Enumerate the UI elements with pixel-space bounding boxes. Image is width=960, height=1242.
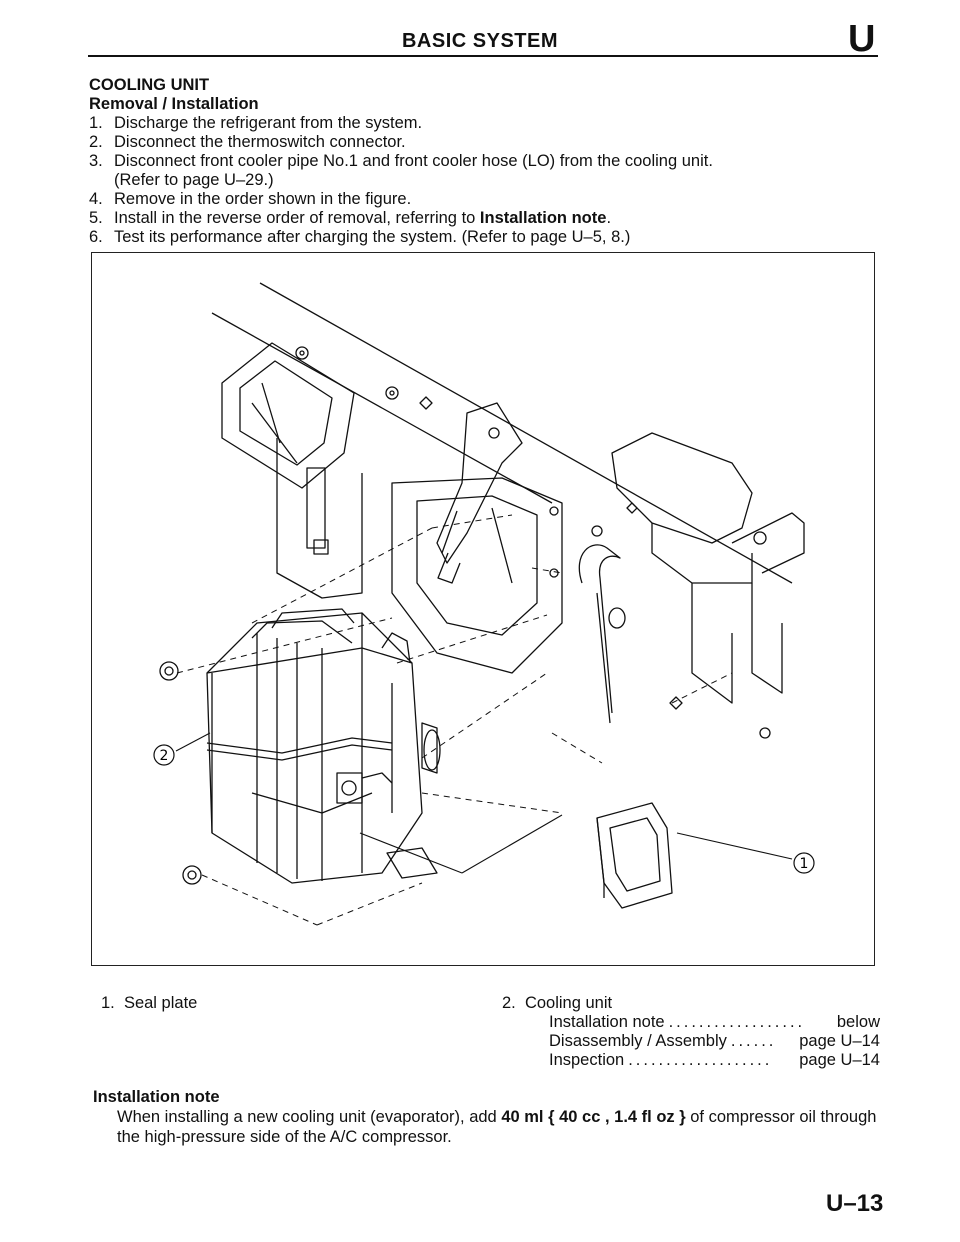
step-text-lead: Install in the reverse order of removal,…	[114, 209, 480, 227]
step-number: 4.	[89, 190, 103, 208]
step-text-tail: .	[606, 209, 612, 227]
step-5: 5. Install in the reverse order of remov…	[89, 209, 889, 228]
installation-note-heading: Installation note	[93, 1088, 220, 1106]
installation-note-reference: Installation note	[479, 209, 607, 227]
callout-1: 1	[793, 852, 815, 874]
legend-item-2: 2. Cooling unit Installation note ......…	[502, 994, 880, 1070]
cooling-unit-illustration: 2 1	[153, 282, 815, 926]
step-text: Install in the reverse order of removal,…	[114, 209, 889, 228]
step-number: 5.	[89, 209, 103, 227]
installation-note: Installation note When installing a new …	[93, 1087, 888, 1147]
callout-2: 2	[153, 744, 175, 766]
leader-dots: ...................	[628, 1051, 773, 1069]
reference-row-installation-note: Installation note .................. bel…	[502, 1013, 880, 1032]
legend-item-1: 1. Seal plate	[101, 994, 197, 1013]
step-text: Remove in the order shown in the figure.	[114, 190, 412, 208]
header-rule	[88, 55, 878, 57]
reference-row-disassembly: Disassembly / Assembly ...... page U–14	[502, 1032, 880, 1051]
section-subtitle: Removal / Installation	[89, 95, 259, 113]
step-number: 6.	[89, 228, 103, 246]
step-6: 6. Test its performance after charging t…	[89, 228, 889, 247]
step-text: Disconnect front cooler pipe No.1 and fr…	[114, 152, 713, 170]
page-header-title: BASIC SYSTEM	[401, 30, 559, 52]
step-text: Test its performance after charging the …	[114, 228, 631, 246]
step-number: 1.	[89, 114, 103, 132]
step-3-continuation: (Refer to page U–29.)	[114, 171, 274, 189]
step-3: 3. Disconnect front cooler pipe No.1 and…	[89, 152, 889, 171]
section-title: COOLING UNIT	[89, 76, 210, 94]
page-number: U–13	[826, 1190, 884, 1217]
reference-label: Inspection	[549, 1051, 625, 1069]
legend-label: Cooling unit	[524, 994, 613, 1012]
step-number: 3.	[89, 152, 103, 170]
reference-target: page U–14	[799, 1032, 880, 1050]
reference-target: below	[836, 1013, 880, 1031]
installation-note-body: When installing a new cooling unit (evap…	[93, 1107, 888, 1147]
callout-2-number: 2	[160, 748, 169, 764]
exploded-view-figure: 2 1	[91, 252, 875, 966]
note-text-tail: of compressor oil through the high-press…	[117, 1108, 877, 1146]
note-text-lead: When installing a new cooling unit (evap…	[117, 1108, 502, 1126]
step-4: 4. Remove in the order shown in the figu…	[89, 190, 889, 209]
procedure-block: COOLING UNIT Removal / Installation 1. D…	[89, 76, 889, 247]
reference-target: page U–14	[799, 1051, 880, 1069]
legend-number: 1.	[101, 994, 115, 1012]
legend-number: 2.	[502, 994, 516, 1012]
legend-label: Seal plate	[123, 994, 198, 1012]
leader-dots: ..................	[668, 1013, 806, 1031]
oil-quantity: 40 ml { 40 cc , 1.4 fl oz }	[501, 1108, 686, 1126]
step-number: 2.	[89, 133, 103, 151]
reference-row-inspection: Inspection ................... page U–14	[502, 1051, 880, 1070]
step-1: 1. Discharge the refrigerant from the sy…	[89, 114, 889, 133]
callout-1-number: 1	[800, 856, 809, 872]
reference-label: Disassembly / Assembly	[549, 1032, 727, 1050]
reference-label: Installation note	[549, 1013, 665, 1031]
step-text: Disconnect the thermoswitch connector.	[114, 133, 406, 151]
step-2: 2. Disconnect the thermoswitch connector…	[89, 133, 889, 152]
step-text: Discharge the refrigerant from the syste…	[114, 114, 423, 132]
leader-dots: ......	[730, 1032, 777, 1050]
section-letter: U	[848, 18, 876, 60]
